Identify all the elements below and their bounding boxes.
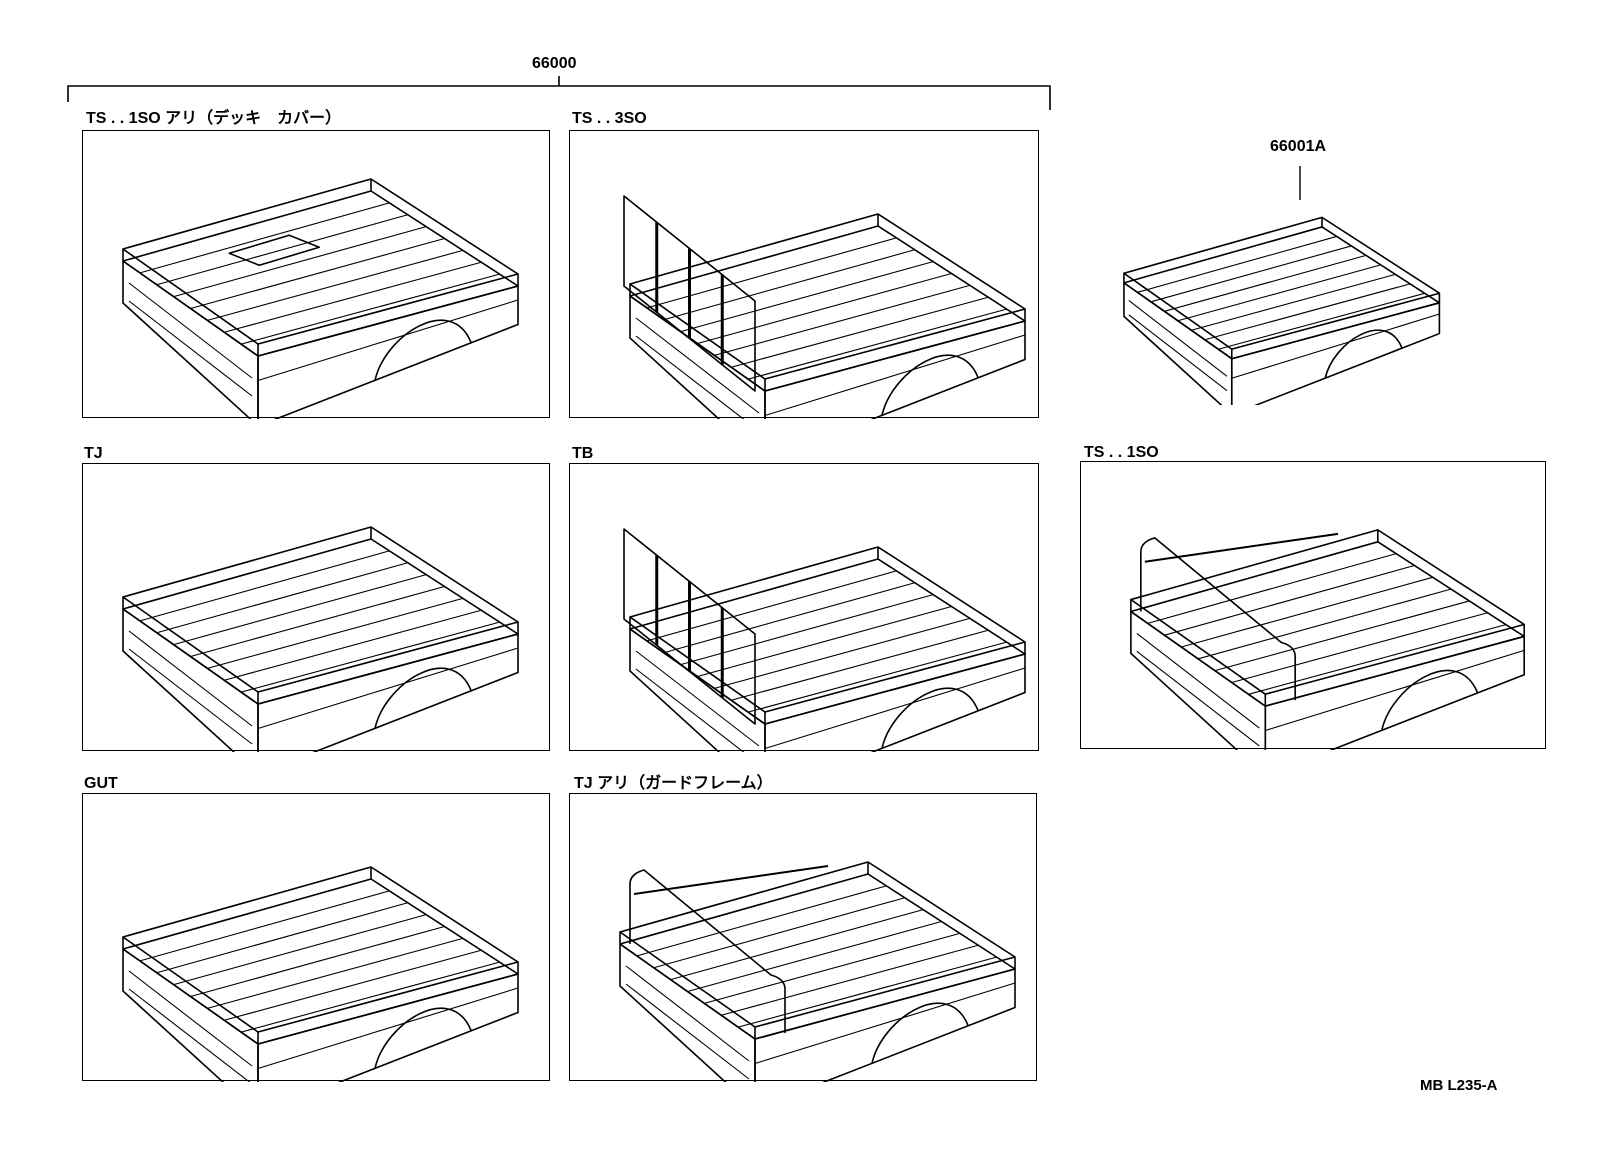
variant-box-tj-guard-frame [569, 793, 1037, 1082]
variant-label-tj: TJ [84, 445, 103, 462]
truck-bed-guard-frame-drawing [619, 861, 1016, 1082]
variant-box-ts-1so-deck-cover [82, 130, 550, 419]
variant-label-ts-1so: TS . . 1SO [1084, 444, 1159, 461]
variant-box-tj [82, 463, 550, 752]
truck-bed-guard-frame-drawing [1130, 529, 1525, 750]
variant-label-tj-guard-frame: TJ アリ（ガードフレーム） [574, 775, 773, 792]
figure-code: MB L235-A [1420, 1077, 1498, 1094]
truck-bed-drawing [122, 866, 519, 1082]
part-drawing-66001a [1120, 175, 1560, 405]
truck-bed-headboard-drawing [623, 195, 1026, 419]
variant-box-gut [82, 793, 550, 1082]
variant-label-ts-3so: TS . . 3SO [572, 110, 647, 127]
variant-label-gut: GUT [84, 775, 118, 792]
variant-label-ts-1so-deck-cover: TS . . 1SO アリ（デッキ カバー） [86, 110, 342, 127]
variant-box-ts-3so [569, 130, 1039, 419]
truck-bed-drawing [1123, 216, 1441, 405]
truck-bed-drawing [122, 526, 519, 752]
variant-box-ts-1so [1080, 461, 1546, 750]
truck-bed-headboard-drawing [623, 528, 1026, 752]
variant-label-tb: TB [572, 445, 594, 462]
variant-box-tb [569, 463, 1039, 752]
part-callout-66001a: 66001A [1270, 138, 1327, 155]
truck-bed-drawing [122, 178, 519, 419]
group-part-number: 66000 [532, 55, 577, 72]
